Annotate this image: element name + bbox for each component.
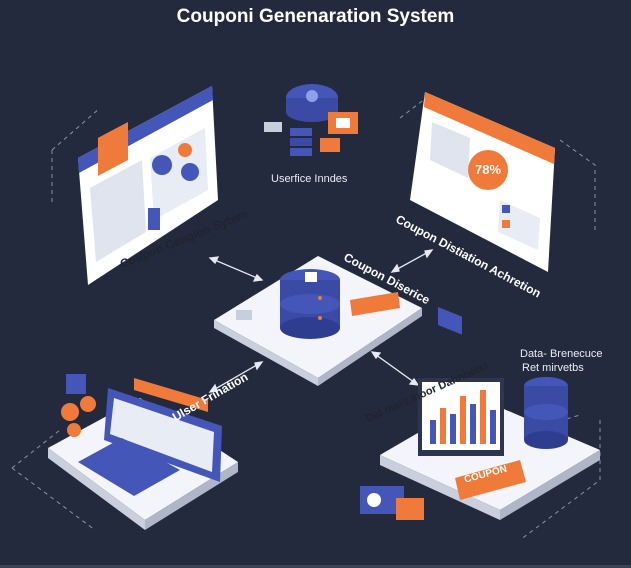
coupon-generation-panel xyxy=(78,86,218,285)
diagram-title: Couponi Genenaration System xyxy=(176,6,455,27)
data-analytics-station xyxy=(360,377,600,520)
coupon-distribution-panel xyxy=(410,92,555,335)
coupon-service-platform xyxy=(214,256,422,386)
data-reference-label-1: Data- Brenecuce xyxy=(520,348,603,360)
userface-server-icon xyxy=(264,84,358,156)
userface-label: Userfice Inndes xyxy=(271,173,348,185)
data-reference-label-2: Ret mirvetbs xyxy=(522,362,584,374)
percent-badge: 78% xyxy=(475,162,502,177)
connector-arrows xyxy=(208,249,434,393)
bottom-divider xyxy=(0,565,631,568)
user-frination-workstation xyxy=(48,374,238,530)
